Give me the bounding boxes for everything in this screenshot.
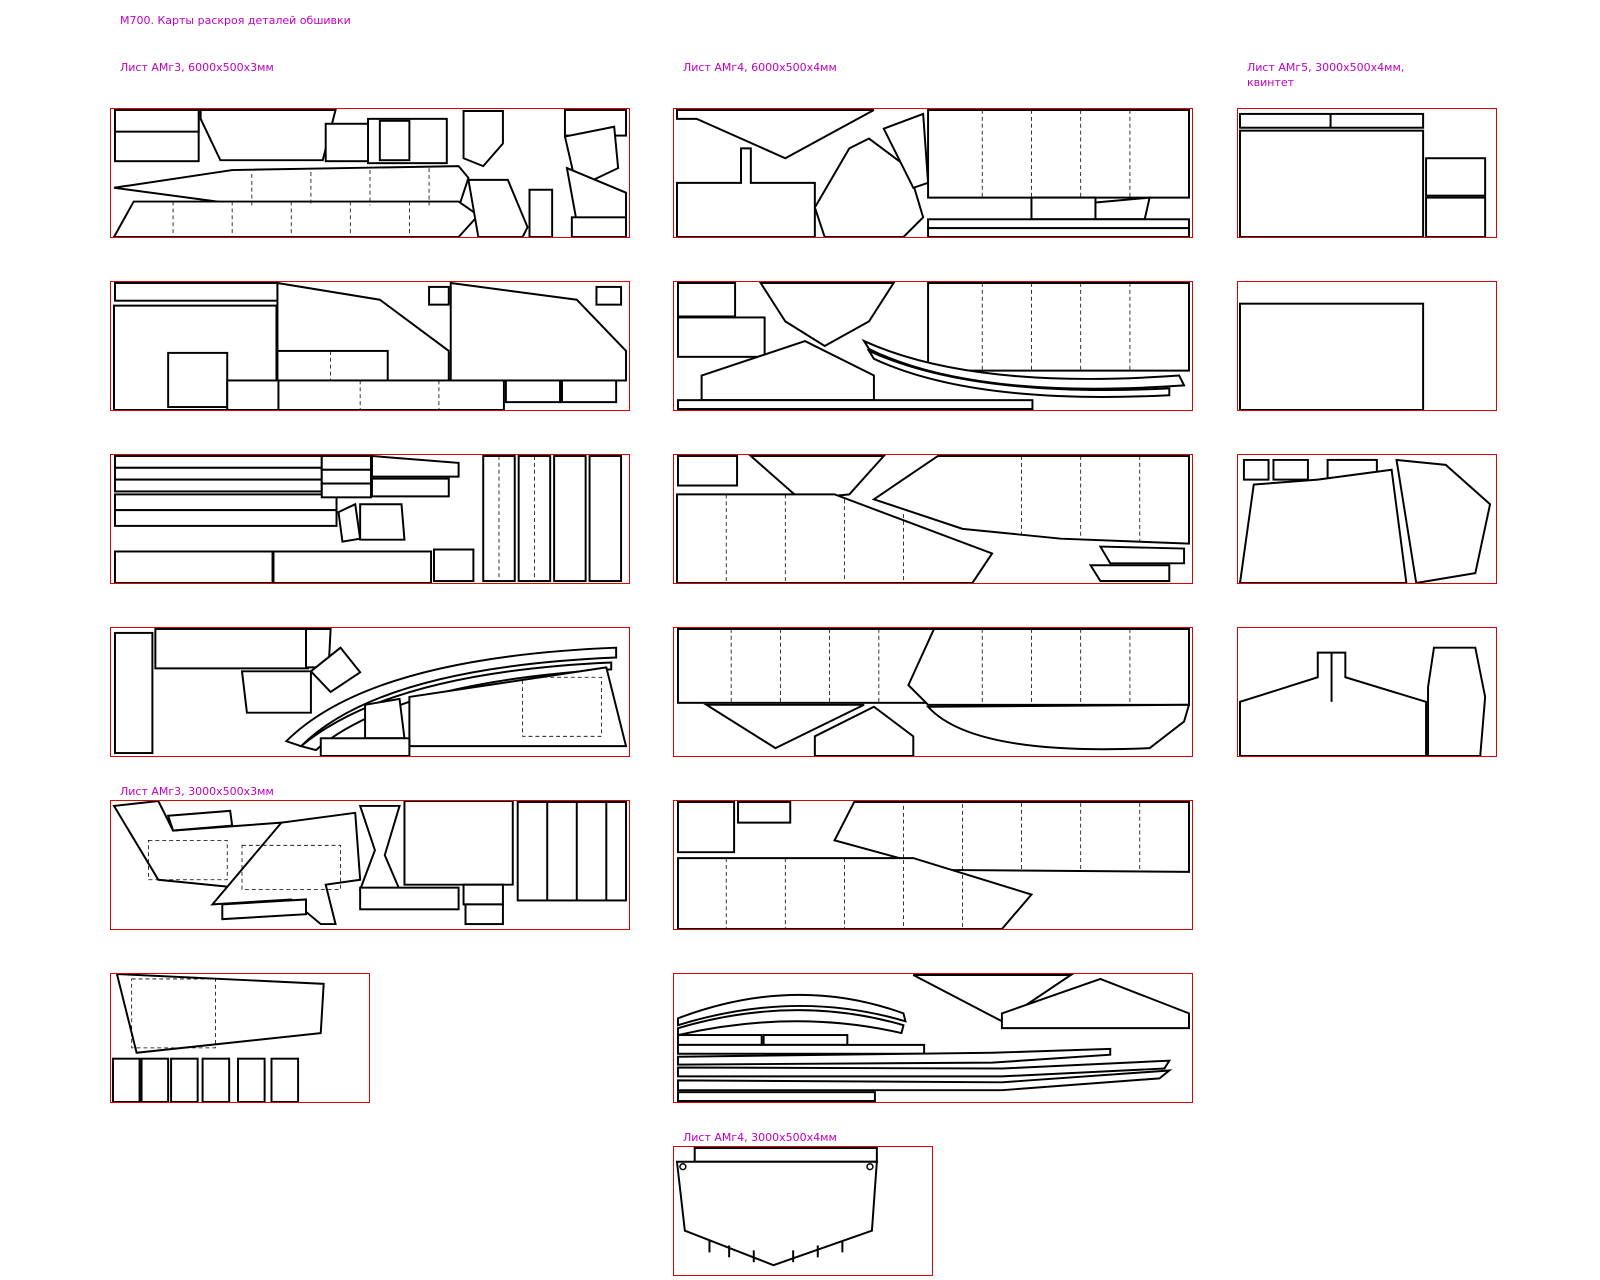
- sheet-amg5-3000-1: [1237, 108, 1497, 238]
- cutting-layout: [112, 974, 325, 1102]
- cutting-layout: [677, 974, 1190, 1102]
- sheet-amg4-6000-4: [673, 627, 1193, 757]
- column-header-amg5-3000-note: квинтет: [1247, 76, 1295, 89]
- sheet-amg3-6000-1: [110, 108, 630, 238]
- sheet-amg3-3000-1: [110, 800, 630, 930]
- sheet-amg3-3000-2: [110, 973, 370, 1103]
- sheet-amg4-6000-2: [673, 281, 1193, 411]
- sheet-amg5-3000-2: [1237, 281, 1497, 411]
- sheet-amg4-6000-5: [673, 800, 1193, 930]
- sheet-amg4-3000-1: [673, 1146, 933, 1276]
- cutting-layout: [1239, 302, 1425, 410]
- cutting-layout: [113, 282, 627, 410]
- cutting-layout: [1239, 112, 1487, 237]
- sheet-amg4-6000-1: [673, 108, 1193, 238]
- sheet-amg5-3000-4: [1237, 627, 1497, 757]
- cutting-layout: [677, 282, 1190, 410]
- cutting-layout: [676, 109, 1190, 237]
- cutting-layout: [114, 455, 623, 583]
- cutting-layout: [113, 628, 628, 756]
- cutting-layout: [676, 455, 1190, 583]
- cutting-layout: [1238, 458, 1492, 583]
- sheet-amg5-3000-3: [1237, 454, 1497, 584]
- sheet-amg3-6000-3: [110, 454, 630, 584]
- column-header-amg5-3000: Лист АМг5, 3000х500х4мм,: [1247, 61, 1405, 74]
- cutting-layout: [675, 1147, 878, 1267]
- sheet-amg3-6000-2: [110, 281, 630, 411]
- sheet-amg4-6000-3: [673, 454, 1193, 584]
- column-header-amg4-6000: Лист АМг4, 6000х500х4мм: [683, 61, 837, 74]
- cutting-layout: [677, 628, 1191, 756]
- cutting-layout: [677, 801, 1190, 929]
- section-header-amg3-3000: Лист АМг3, 3000х500х3мм: [120, 785, 274, 798]
- cutting-layout: [112, 109, 627, 237]
- cutting-layout: [1239, 646, 1487, 756]
- cutting-layout: [112, 801, 627, 926]
- column-header-amg3-6000: Лист АМг3, 6000х500х3мм: [120, 61, 274, 74]
- sheet-amg4-6000-6: [673, 973, 1193, 1103]
- section-header-amg4-3000: Лист АМг4, 3000х500х4мм: [683, 1131, 837, 1144]
- sheet-amg3-6000-4: [110, 627, 630, 757]
- document-title: М700. Карты раскроя деталей обшивки: [120, 14, 351, 27]
